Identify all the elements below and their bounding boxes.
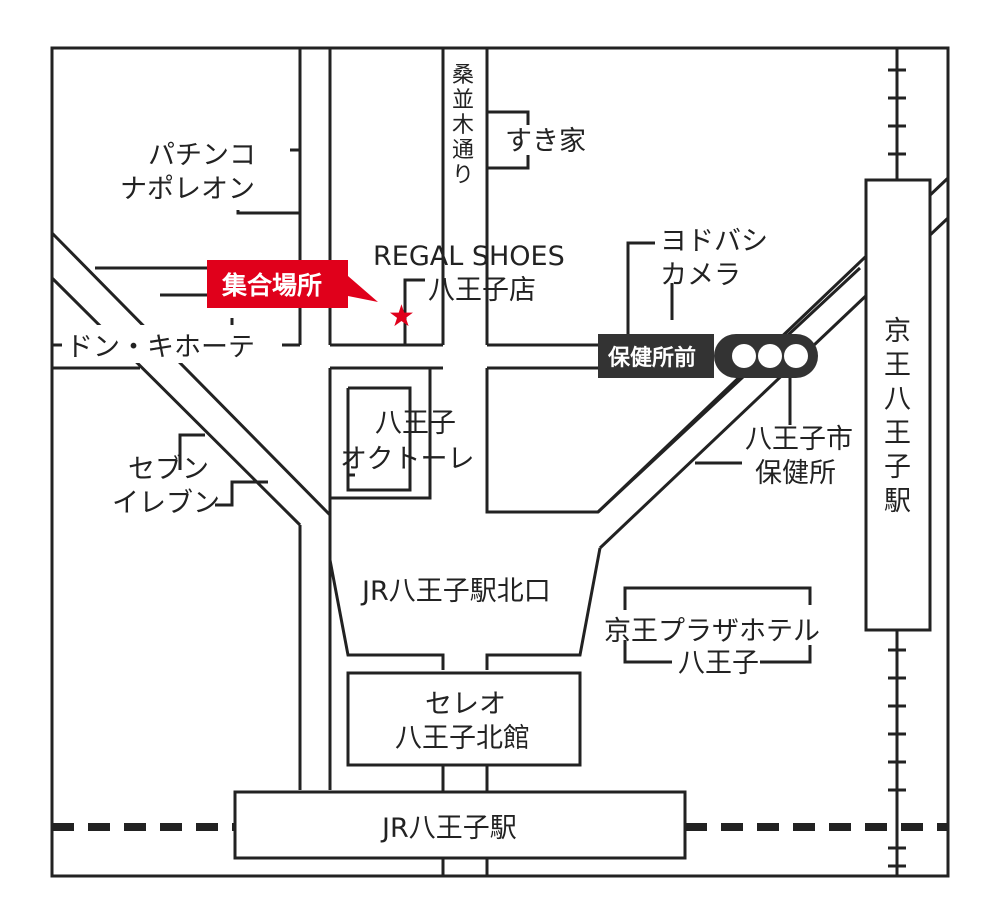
yodobashi-leader — [626, 241, 655, 345]
city-hokenjo-label: 八王子市 — [745, 424, 853, 455]
seven-leader — [215, 480, 268, 507]
keio-station-char: 駅 — [884, 486, 911, 517]
jr-north-exit-label: JR八王子駅北口 — [360, 576, 551, 607]
sukiya-leader — [487, 155, 530, 170]
cereo-label: 八王子北館 — [395, 723, 530, 754]
octore-building — [330, 368, 432, 500]
keio-plaza-label: 八王子 — [678, 648, 759, 679]
kuwanamiki-label: 桑 並 木 通 り — [452, 63, 474, 188]
keio-station-label: 京 王 八 王 子 駅 — [884, 316, 911, 517]
hokenjo-mae-sign — [598, 334, 714, 378]
kuwanamiki-char: 通 — [452, 138, 474, 163]
seven-label: イレブン — [112, 488, 220, 519]
regal-label: REGAL SHOES — [373, 241, 565, 272]
seven-label: セブン — [128, 454, 209, 485]
jr-station-label: JR八王子駅 — [380, 813, 517, 844]
jr-station-building — [233, 790, 687, 860]
octore-label: 八王子 — [375, 408, 456, 439]
yodobashi-label: カメラ — [660, 260, 741, 291]
keio-plaza-frame — [623, 586, 812, 610]
keio-station-char: 八 — [884, 384, 911, 415]
cereo-label: セレオ — [425, 689, 506, 720]
city-hokenjo-label: 保健所 — [755, 458, 836, 489]
keio-station-char: 王 — [884, 350, 911, 381]
road-edge — [50, 276, 302, 527]
label-bg — [120, 130, 290, 210]
regal-label: 八王子店 — [428, 275, 536, 306]
keio-station-char: 王 — [884, 418, 911, 449]
octore-label: オクトーレ — [340, 444, 474, 475]
octore-building — [346, 386, 412, 492]
keio-rail-ties — [888, 68, 906, 868]
road-edge — [485, 266, 862, 514]
keio-plaza-frame — [760, 645, 812, 664]
kuwanamiki-char: 木 — [452, 113, 474, 138]
keio-station-building — [864, 178, 932, 632]
kuwanamiki-char: 並 — [452, 88, 474, 113]
traffic-light-icon — [714, 334, 818, 378]
keio-plaza-label: 京王プラザホテル — [604, 616, 820, 647]
map-frame — [50, 46, 950, 878]
road-edge — [50, 231, 332, 517]
sukiya-leader — [487, 110, 530, 125]
pachinko-label: ナポレオン — [120, 174, 255, 205]
regal-leader — [403, 278, 425, 345]
label-bg — [62, 325, 282, 363]
keio-station-char: 子 — [884, 452, 911, 483]
meeting-point-callout: 集合場所 — [207, 260, 378, 308]
kuwanamiki-char: 桑 — [452, 63, 474, 88]
seven-leader — [178, 433, 205, 470]
kuwanamiki-char: り — [452, 163, 474, 188]
keio-plaza-frame — [623, 640, 672, 664]
cereo-building — [346, 671, 582, 767]
keio-station-char: 京 — [884, 316, 911, 347]
meeting-point-label: 集合場所 — [221, 271, 322, 300]
yodobashi-label: ヨドバシ — [660, 226, 768, 257]
pachinko-label: パチンコ — [148, 140, 256, 171]
road-edge — [485, 547, 602, 670]
donki-label: ドン・キホーテ — [66, 332, 255, 363]
hokenjo-mae-label: 保健所前 — [607, 345, 696, 371]
sukiya-label: すき家 — [505, 126, 586, 157]
star-icon: ★ — [388, 299, 415, 334]
